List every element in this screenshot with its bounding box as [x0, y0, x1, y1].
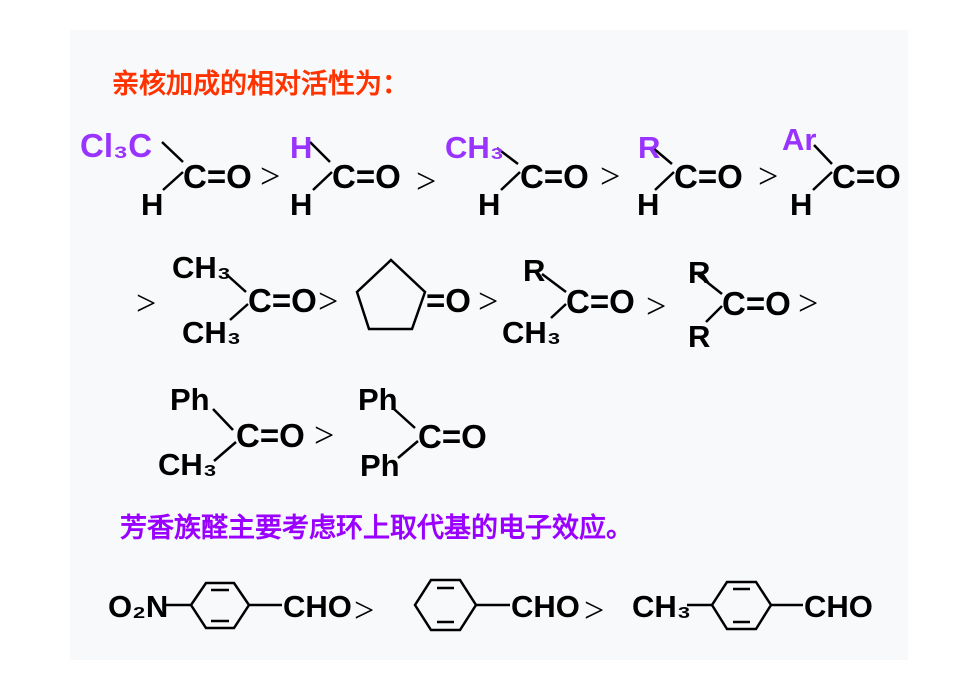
phenyl-top: Ph: [358, 382, 398, 417]
h-label: H: [478, 187, 500, 222]
greater-than: >: [260, 156, 280, 196]
carbonyl-label: C=O: [418, 418, 487, 455]
h-label: H: [637, 187, 659, 222]
row2-ketones: > CH₃ CH₃ C=O > =O > R CH₃ C=O > R R C=O…: [136, 250, 818, 354]
aldehyde-group: CHO: [283, 589, 352, 624]
methyl-group: CH₃: [445, 130, 504, 165]
carbonyl-label: C=O: [520, 158, 589, 195]
carbonyl-label: C=O: [722, 285, 791, 322]
carbonyl-label: C=O: [248, 282, 317, 319]
r-top: R: [523, 253, 545, 288]
trichloromethyl-group: Cl₃C: [80, 127, 152, 164]
h-label: H: [790, 187, 812, 222]
carbonyl-label: C=O: [183, 158, 252, 195]
slide-title: 亲核加成的相对活性为：: [112, 69, 409, 100]
row3-aryl-ketones: Ph CH₃ C=O > Ph Ph C=O: [158, 382, 487, 483]
greater-than: >: [758, 156, 778, 196]
carbonyl-label: C=O: [832, 158, 901, 195]
methyl-bottom: CH₃: [502, 315, 561, 350]
phenyl-bottom: Ph: [360, 448, 400, 483]
greater-than: >: [136, 283, 156, 323]
greater-than: >: [318, 281, 338, 321]
carbonyl-label: C=O: [674, 158, 743, 195]
aldehyde-group: CHO: [511, 589, 580, 624]
greater-than: >: [478, 281, 498, 321]
methyl-top: CH₃: [172, 250, 231, 285]
greater-than: >: [354, 590, 374, 630]
aldehyde-group: CHO: [804, 589, 873, 624]
subtitle: 芳香族醛主要考虑环上取代基的电子效应。: [120, 513, 633, 544]
h-group: H: [290, 130, 312, 165]
row4-aromatic-aldehydes: O₂N CHO > CHO > CH₃ CHO: [108, 589, 873, 630]
methyl-bottom: CH₃: [158, 447, 217, 482]
carbonyl-label: C=O: [332, 158, 401, 195]
row1-aldehydes: Cl₃C H C=O > H H C=O > CH₃ H C=O > R H C…: [80, 122, 901, 222]
greater-than: >: [416, 161, 436, 201]
greater-than: >: [798, 283, 818, 323]
greater-than: >: [600, 156, 620, 196]
carbonyl-label: C=O: [566, 283, 635, 320]
nitro-group: O₂N: [108, 589, 168, 624]
bond-lines: [161, 141, 833, 632]
phenyl-top: Ph: [170, 382, 210, 417]
aryl-group: Ar: [782, 122, 816, 157]
methyl-group: CH₃: [632, 589, 691, 624]
r-group: R: [638, 130, 660, 165]
r-top: R: [688, 255, 710, 290]
slide-panel: [70, 30, 908, 660]
greater-than: >: [584, 590, 604, 630]
h-label: H: [141, 187, 163, 222]
methyl-bottom: CH₃: [182, 315, 241, 350]
carbonyl-label: C=O: [236, 417, 305, 454]
cyclopentanone-oxo: =O: [426, 282, 471, 319]
r-bottom: R: [688, 319, 710, 354]
greater-than: >: [646, 286, 666, 326]
h-label: H: [290, 187, 312, 222]
greater-than: >: [314, 415, 334, 455]
